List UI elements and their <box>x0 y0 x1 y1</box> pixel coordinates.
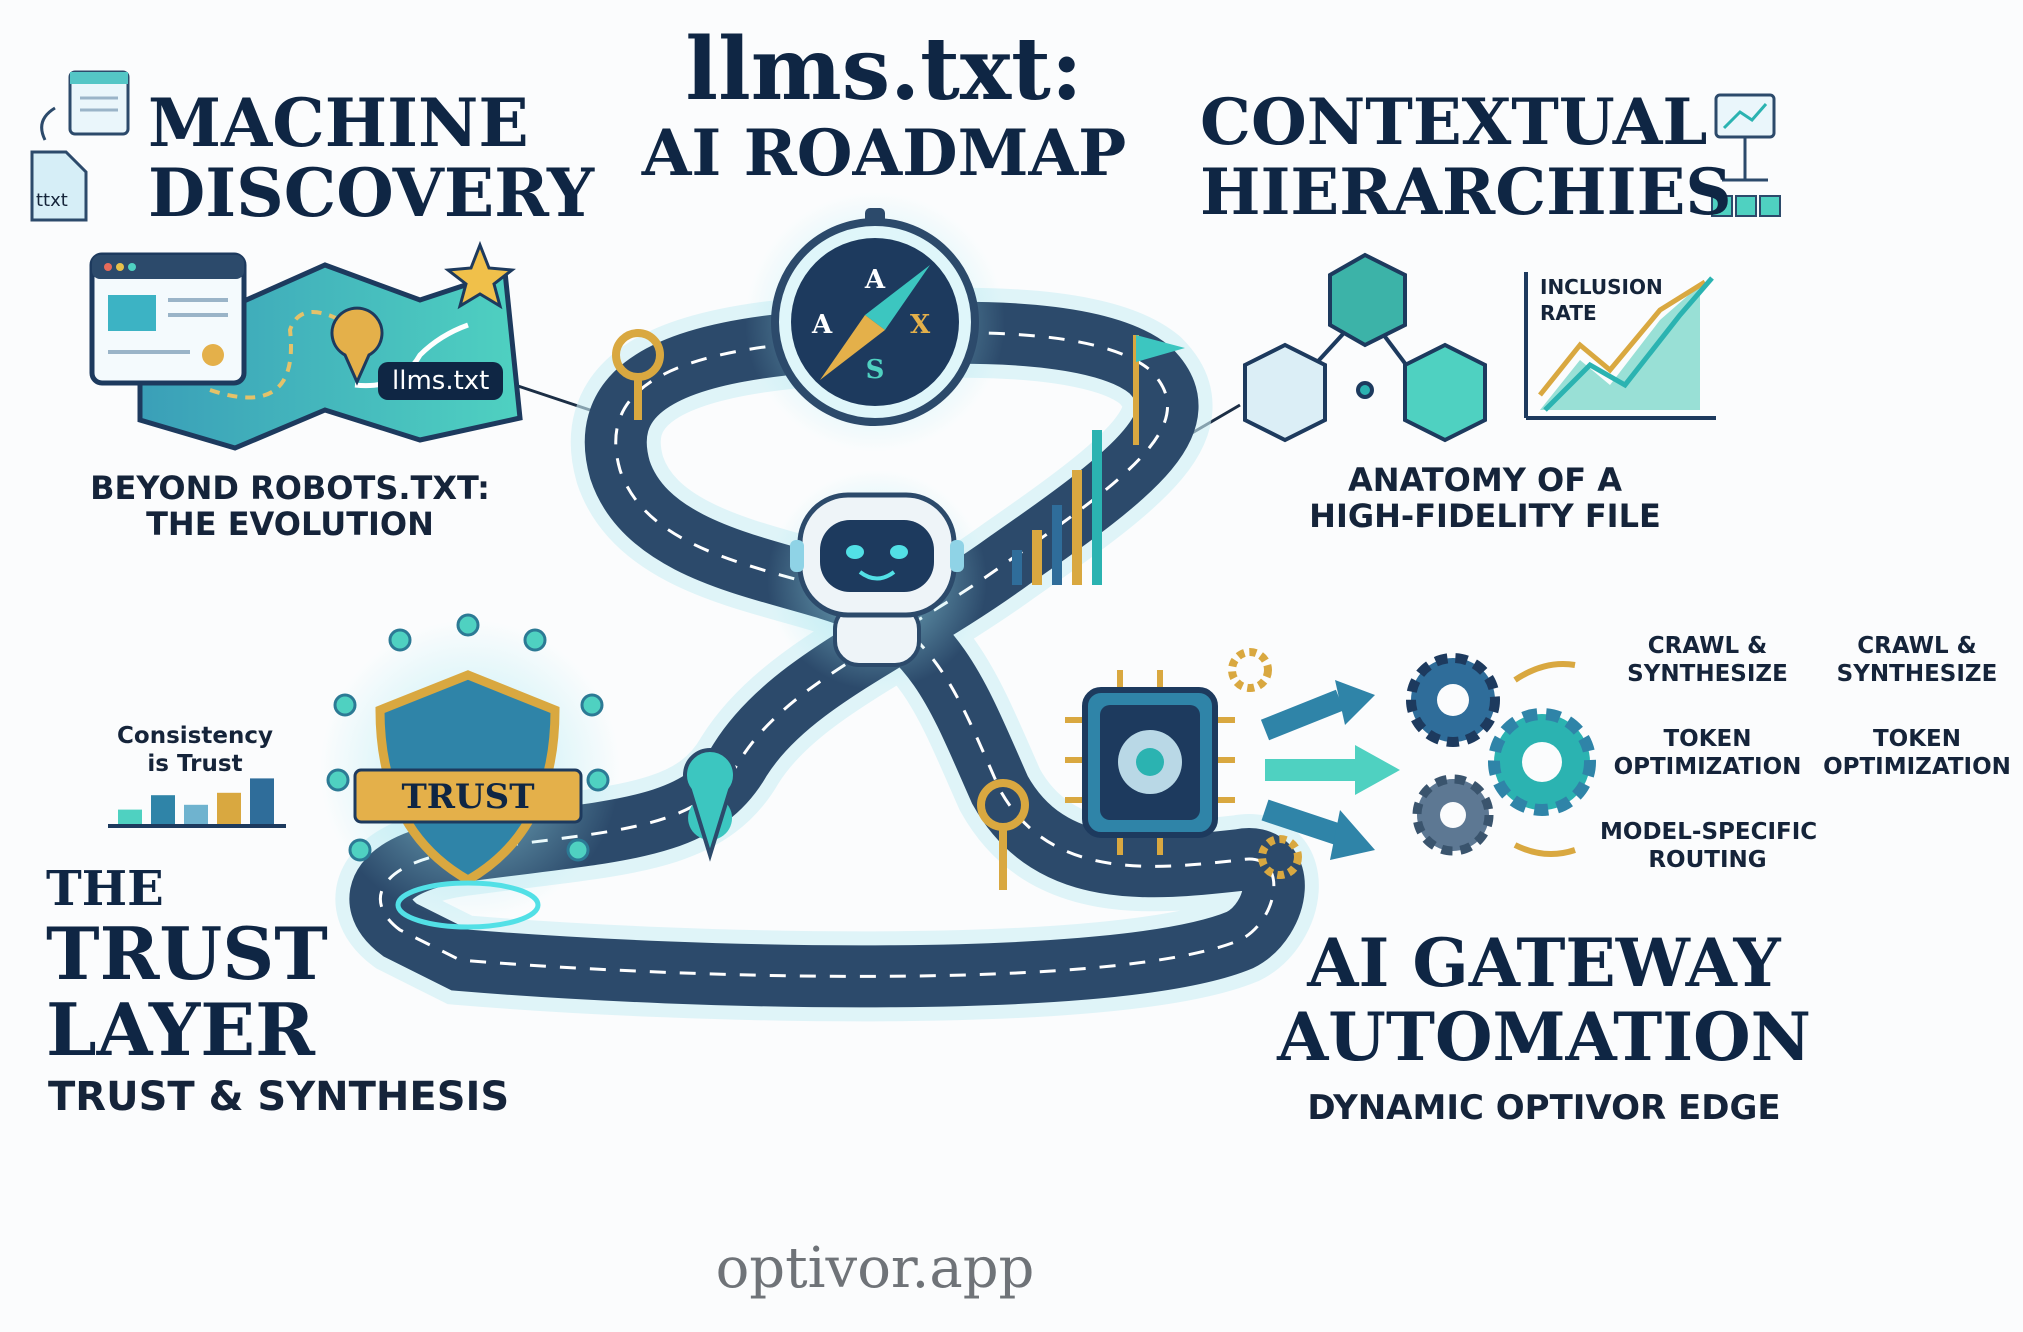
heading-line: TRUST <box>46 911 328 996</box>
output-item: CRAWL &SYNTHESIZE <box>1600 632 1815 725</box>
consistency-bar <box>151 795 175 824</box>
growth-bars <box>1012 430 1102 585</box>
file-sync-icon <box>30 70 130 222</box>
contextual-hierarchies-subtitle: ANATOMY OF A HIGH-FIDELITY FILE <box>1250 462 1720 534</box>
heading-line: CONTEXTUAL <box>1200 85 1708 160</box>
caption-line: is Trust <box>147 751 243 777</box>
heading-line: AUTOMATION <box>1277 998 1811 1076</box>
page-title: llms.txt: AI ROADMAP <box>584 22 1184 190</box>
trust-layer-subtitle: TRUST & SYNTHESIS <box>48 1074 510 1120</box>
flow-arrows <box>1260 661 1576 860</box>
subtitle-line: THE EVOLUTION <box>146 505 434 543</box>
output-item: CRAWL &SYNTHESIZE <box>1812 632 2022 725</box>
heading-line: THE <box>46 861 164 917</box>
output-line: SYNTHESIZE <box>1627 661 1788 687</box>
robot-icon <box>767 470 987 690</box>
consistency-bar <box>217 792 241 824</box>
footer-brand: optivor.app <box>715 1236 1035 1301</box>
consistency-bar <box>250 778 274 824</box>
machine-discovery-subtitle: BEYOND ROBOTS.TXT: THE EVOLUTION <box>60 470 520 542</box>
trust-shield-label: TRUST <box>401 777 535 817</box>
output-line: MODEL-SPECIFIC <box>1600 819 1818 845</box>
trust-shield-icon <box>320 613 620 930</box>
gateway-chip-icon <box>1065 670 1235 855</box>
road <box>335 287 1319 1022</box>
ai-gateway-subtitle: DYNAMIC OPTIVOR EDGE <box>1307 1088 1781 1128</box>
file-icon-label: ttxt <box>36 190 68 211</box>
inclusion-rate-chart <box>1524 272 1716 420</box>
caption-line: Consistency <box>117 723 273 749</box>
heading-line: MACHINE <box>148 84 529 162</box>
compass-letter-e: X <box>910 310 931 340</box>
heading-line: AI GATEWAY <box>1307 924 1781 1002</box>
compass-icon <box>745 192 1005 452</box>
output-line: OPTIMIZATION <box>1613 754 1802 780</box>
output-line: CRAWL & <box>1857 633 1977 659</box>
output-line: ROUTING <box>1648 847 1767 873</box>
heading-line: DISCOVERY <box>148 154 595 232</box>
output-line: TOKEN <box>1872 726 1962 752</box>
consistency-bar <box>118 809 142 824</box>
compass-letter-s: S <box>865 355 885 385</box>
heading-line: LAYER <box>46 987 316 1072</box>
subtitle-line: ANATOMY OF A <box>1348 461 1622 499</box>
output-line: CRAWL & <box>1647 633 1768 659</box>
chart-label-line: RATE <box>1540 301 1597 325</box>
compass-letter-n: A <box>864 265 886 295</box>
gears-icon <box>1228 648 1596 879</box>
output-line: SYNTHESIZE <box>1836 661 1998 687</box>
hierarchy-chart-icon <box>1711 93 1781 217</box>
machine-discovery-heading: MACHINE DISCOVERY <box>148 88 594 228</box>
inclusion-rate-label: INCLUSION RATE <box>1540 274 1663 326</box>
ai-gateway-heading: AI GATEWAY AUTOMATION <box>1244 926 1844 1074</box>
title-line-1: llms.txt: <box>685 19 1083 120</box>
map-illustration <box>89 240 523 451</box>
output-line: TOKEN <box>1663 726 1752 752</box>
llms-txt-badge: llms.txt <box>378 362 504 400</box>
consistency-caption: Consistency is Trust <box>90 722 300 778</box>
subtitle-line: HIGH-FIDELITY FILE <box>1309 497 1661 535</box>
consistency-bar-chart <box>108 778 286 828</box>
title-line-2: AI ROADMAP <box>641 116 1127 191</box>
trust-layer-heading: THE TRUST LAYER <box>46 862 328 1068</box>
cubes-illustration <box>1243 252 1487 443</box>
subtitle-line: BEYOND ROBOTS.TXT: <box>90 469 490 507</box>
consistency-bar <box>184 804 208 824</box>
map-pins <box>612 329 1185 890</box>
contextual-hierarchies-heading: CONTEXTUAL HIERARCHIES <box>1200 88 1732 228</box>
compass-letter-w: A <box>812 310 833 340</box>
chart-label-line: INCLUSION <box>1540 275 1663 299</box>
heading-line: HIERARCHIES <box>1200 155 1732 230</box>
output-line: OPTIMIZATION <box>1823 754 2011 780</box>
